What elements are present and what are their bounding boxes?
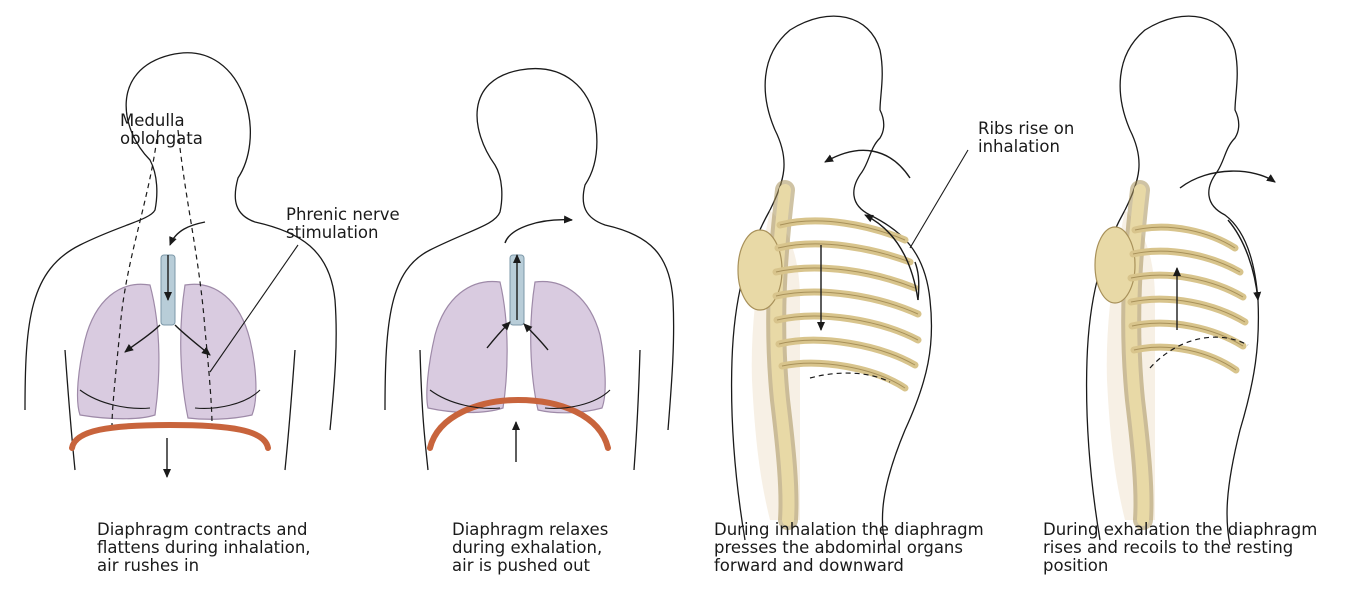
ribs-leader-line <box>910 150 968 248</box>
panel-inhalation-front: Medulla oblongata Phrenic nerve stimulat… <box>25 53 400 477</box>
label-medulla-1: Medulla <box>120 111 185 130</box>
body-outline-front-2 <box>385 69 674 470</box>
label-medulla-2: oblongata <box>120 129 203 148</box>
air-in-arrow <box>170 222 205 245</box>
caption-3-line-1: During inhalation the diaphragm <box>714 521 984 539</box>
caption-panel-2: Diaphragm relaxes during exhalation, air… <box>452 521 608 575</box>
label-phrenic-2: stimulation <box>286 223 378 242</box>
right-lung <box>181 284 256 419</box>
left-lung-2 <box>427 281 507 412</box>
caption-2-line-3: air is pushed out <box>452 557 608 575</box>
caption-panel-4: During exhalation the diaphragm rises an… <box>1043 521 1317 575</box>
label-ribs-1: Ribs rise on <box>978 119 1074 138</box>
air-out-arrow <box>505 220 572 243</box>
caption-1-line-2: flattens during inhalation, <box>97 539 311 557</box>
caption-2-line-2: during exhalation, <box>452 539 608 557</box>
air-in-arrow-side <box>825 150 910 178</box>
air-out-arrow-side <box>1180 171 1275 188</box>
label-phrenic-1: Phrenic nerve <box>286 205 400 224</box>
panel-exhalation-side <box>1087 16 1275 545</box>
panel-inhalation-side: Ribs rise on inhalation <box>732 16 1075 545</box>
caption-4-line-3: position <box>1043 557 1317 575</box>
caption-1-line-3: air rushes in <box>97 557 311 575</box>
caption-4-line-1: During exhalation the diaphragm <box>1043 521 1317 539</box>
panel-exhalation-front <box>385 69 674 470</box>
ribs-2 <box>1131 227 1245 370</box>
caption-3-line-2: presses the abdominal organs <box>714 539 984 557</box>
diaphragm-flat <box>72 425 268 448</box>
caption-panel-1: Diaphragm contracts and flattens during … <box>97 521 311 575</box>
caption-2-line-1: Diaphragm relaxes <box>452 521 608 539</box>
scapula-2 <box>1095 227 1135 303</box>
right-lung-2 <box>531 281 605 412</box>
caption-3-line-3: forward and downward <box>714 557 984 575</box>
caption-4-line-2: rises and recoils to the resting <box>1043 539 1317 557</box>
caption-1-line-1: Diaphragm contracts and <box>97 521 311 539</box>
label-ribs-2: inhalation <box>978 137 1060 156</box>
caption-panel-3: During inhalation the diaphragm presses … <box>714 521 984 575</box>
